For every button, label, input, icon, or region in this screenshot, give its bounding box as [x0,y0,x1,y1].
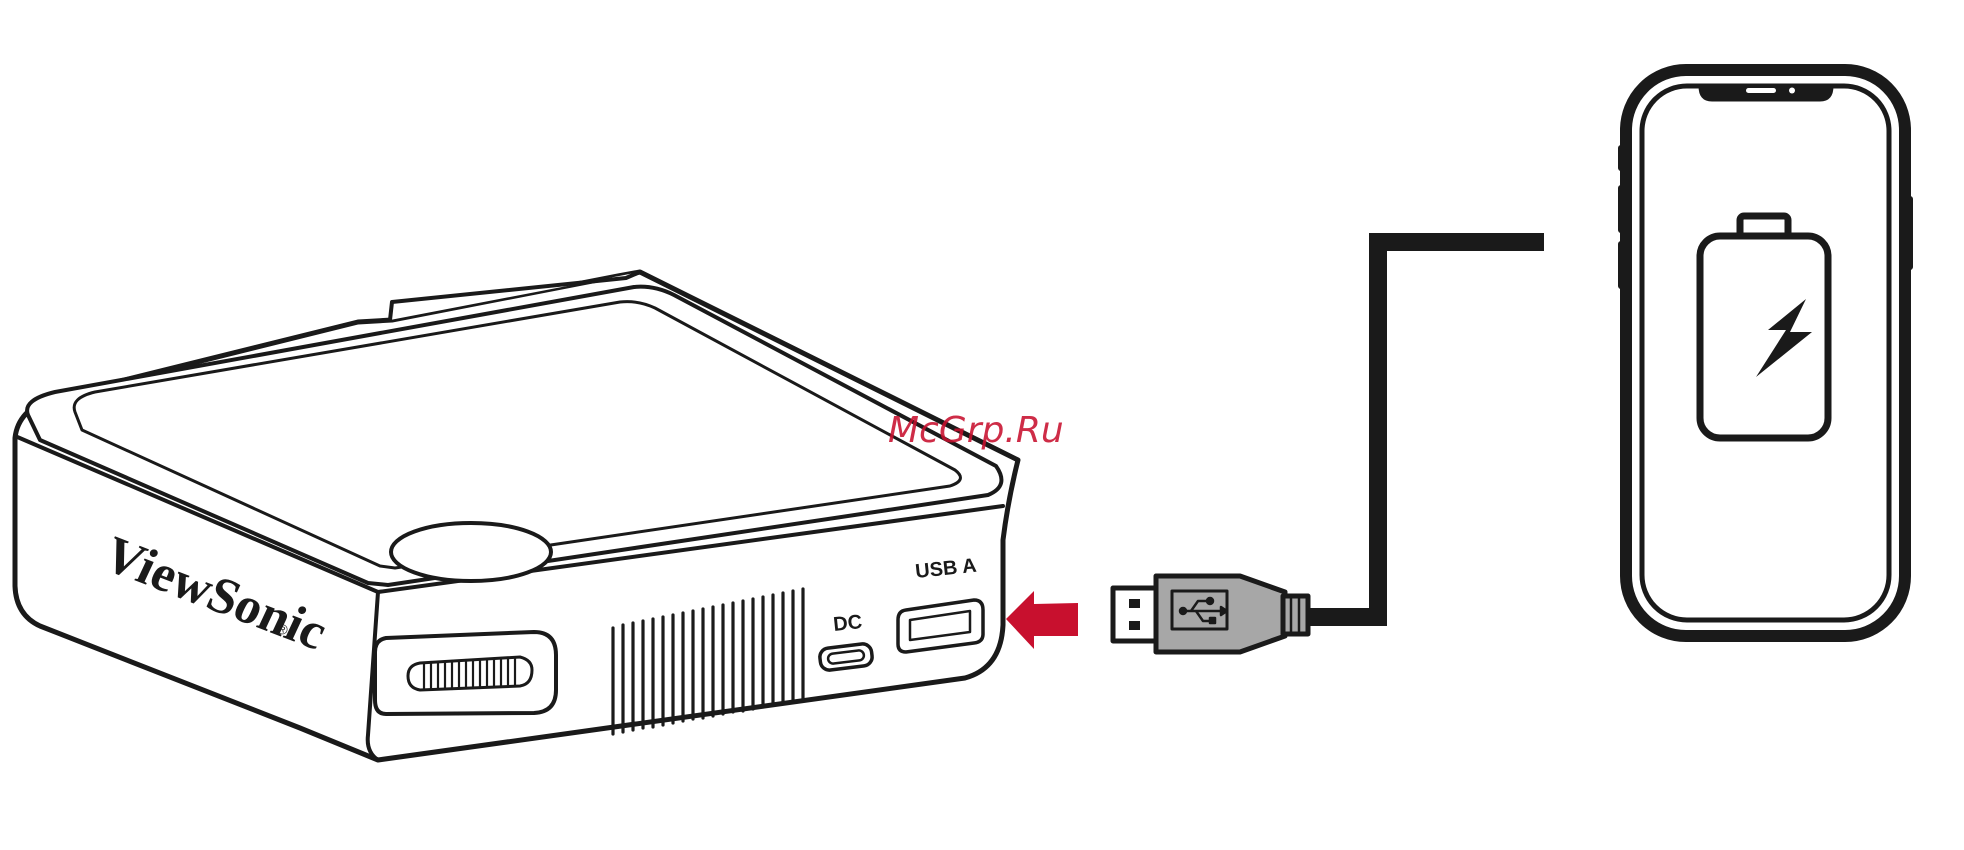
phone-camera [1789,88,1795,94]
usb-plug-strain-relief [1283,596,1308,634]
smartphone-icon [1618,70,1913,636]
usb-cable [1306,242,1544,617]
insert-arrow-icon [1006,591,1078,649]
battery-charging-icon [1700,216,1828,438]
usb-plug-contact-top [1129,599,1140,608]
usb-plug-contact-bottom [1129,621,1140,630]
watermark-text: McGrp.Ru [888,410,1064,451]
projector-icon [15,272,1018,760]
phone-speaker [1746,88,1776,93]
battery-body [1700,236,1828,438]
focus-wheel [408,657,532,690]
usb-plug-icon [1113,576,1308,652]
focus-dial [391,523,551,581]
port-label-dc: DC [832,611,863,636]
usb-plug-connector [1113,588,1158,641]
